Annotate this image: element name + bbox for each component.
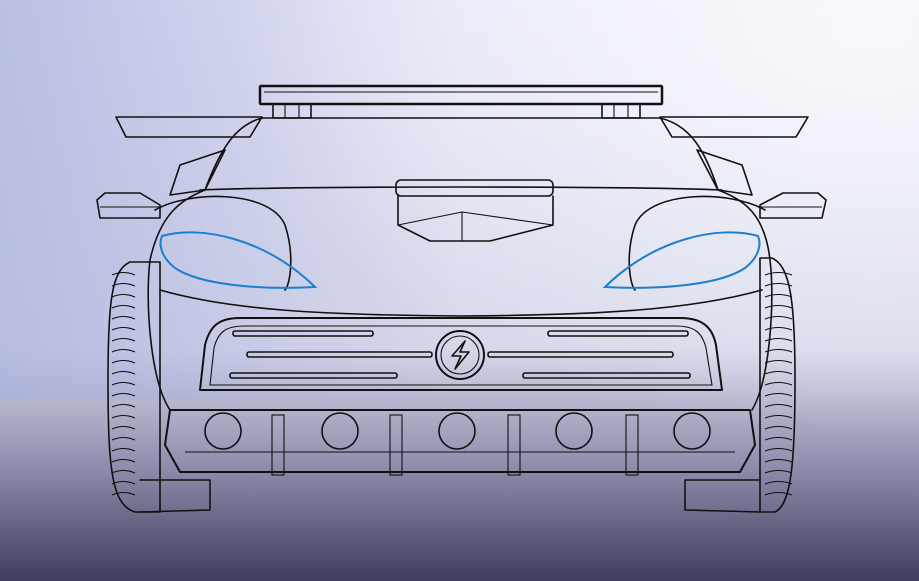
tire-tread	[111, 348, 136, 353]
tire-tread	[111, 315, 136, 320]
tire-tread	[111, 271, 136, 276]
side-mirrors	[96, 192, 827, 219]
tire-tread	[111, 381, 136, 386]
tire-tread	[111, 304, 136, 309]
tire-tread	[764, 392, 793, 397]
tire-tread	[764, 271, 793, 276]
tire-tread	[764, 491, 793, 496]
tire-tread	[111, 403, 136, 408]
tire-tread	[764, 293, 793, 298]
tire-tread	[764, 304, 793, 309]
tire-tread	[764, 425, 793, 430]
left-tire	[107, 261, 211, 513]
tire-tread	[111, 469, 136, 474]
tire-tread	[764, 326, 793, 331]
tire-tread	[111, 337, 136, 342]
headlights	[154, 195, 766, 291]
tire-tread	[111, 480, 136, 485]
tire-tread	[111, 326, 136, 331]
tire-tread	[764, 348, 793, 353]
tire-tread	[111, 425, 136, 430]
tire-tread	[764, 282, 793, 287]
tire-tread	[111, 436, 136, 441]
tire-tread	[111, 458, 136, 463]
tire-tread	[764, 458, 793, 463]
tire-tread	[764, 480, 793, 485]
tire-tread	[111, 491, 136, 496]
body-shell	[147, 117, 773, 411]
tire-tread	[764, 337, 793, 342]
tire-tread	[764, 414, 793, 419]
front-grille	[199, 317, 723, 391]
tire-tread	[111, 370, 136, 375]
tire-tread	[764, 381, 793, 386]
tire-tread	[764, 370, 793, 375]
tire-tread	[111, 414, 136, 419]
front-bumper	[164, 409, 756, 476]
lightning-bolt-icon	[435, 330, 485, 380]
rear-spoiler	[115, 116, 809, 138]
tire-tread	[111, 282, 136, 287]
right-headlight	[602, 231, 761, 289]
hood-scoop	[395, 179, 554, 242]
tire-tread	[111, 392, 136, 397]
tire-tread	[764, 403, 793, 408]
tire-tread	[111, 359, 136, 364]
left-headlight	[159, 231, 318, 289]
fog-lights	[204, 412, 711, 450]
tire-tread	[764, 359, 793, 364]
tire-tread	[764, 447, 793, 452]
tire-tread	[764, 469, 793, 474]
tire-tread	[111, 293, 136, 298]
right-tire	[684, 257, 796, 513]
tire-tread	[764, 436, 793, 441]
tire-tread	[764, 315, 793, 320]
tire-tread	[111, 447, 136, 452]
